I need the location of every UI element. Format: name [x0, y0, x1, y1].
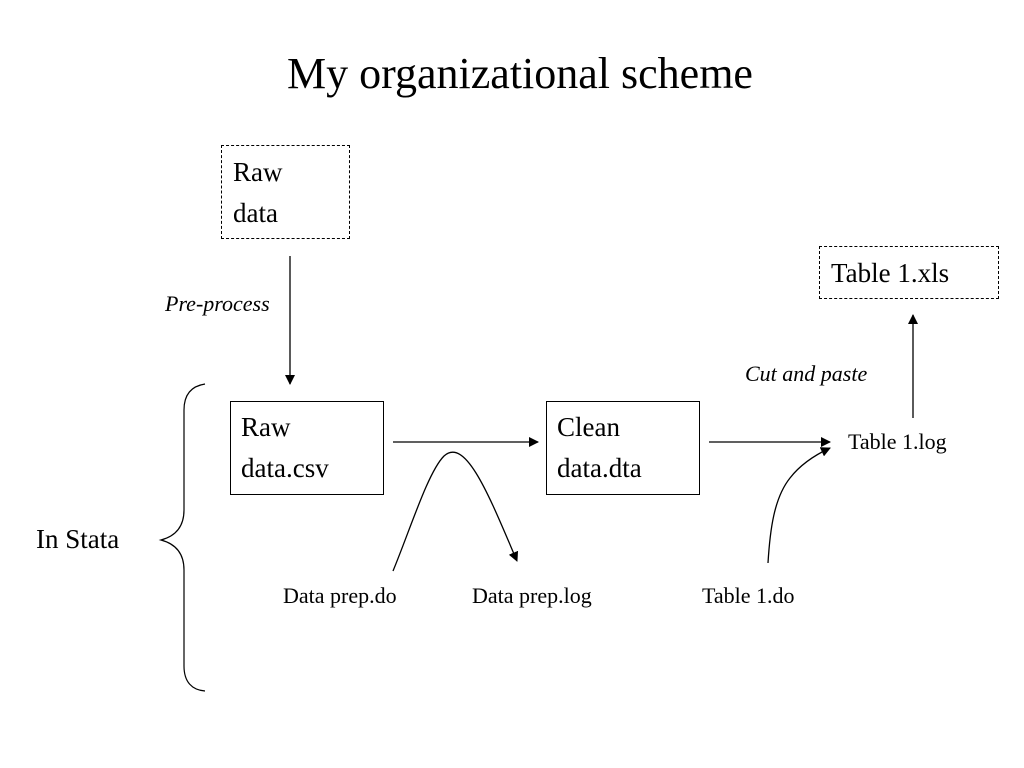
raw-csv-box: Raw data.csv — [230, 401, 384, 495]
data-prep-do-curve — [392, 451, 519, 572]
table-do-curve — [767, 447, 831, 564]
raw-csv-line-1: Raw — [241, 412, 291, 442]
in-stata-brace — [158, 383, 206, 692]
data-prep-log-label: Data prep.log — [472, 583, 592, 608]
page-title: My organizational scheme — [287, 49, 753, 98]
raw-data-line-2: data — [233, 198, 278, 228]
table-log-label: Table 1.log — [848, 429, 947, 454]
table-xls-line: Table 1.xls — [831, 258, 950, 288]
clean-dta-line-2: data.dta — [557, 453, 642, 483]
raw-data-line-1: Raw — [233, 157, 283, 187]
pre-process-label: Pre-process — [165, 291, 270, 316]
table-do-label: Table 1.do — [702, 583, 795, 608]
clean-dta-box: Clean data.dta — [546, 401, 700, 495]
raw-csv-line-2: data.csv — [241, 453, 329, 483]
table-xls-box: Table 1.xls — [819, 246, 999, 299]
clean-dta-line-1: Clean — [557, 412, 620, 442]
raw-data-box: Raw data — [221, 145, 350, 239]
in-stata-label: In Stata — [36, 524, 120, 554]
data-prep-do-label: Data prep.do — [283, 583, 397, 608]
cut-and-paste-label: Cut and paste — [745, 361, 868, 386]
